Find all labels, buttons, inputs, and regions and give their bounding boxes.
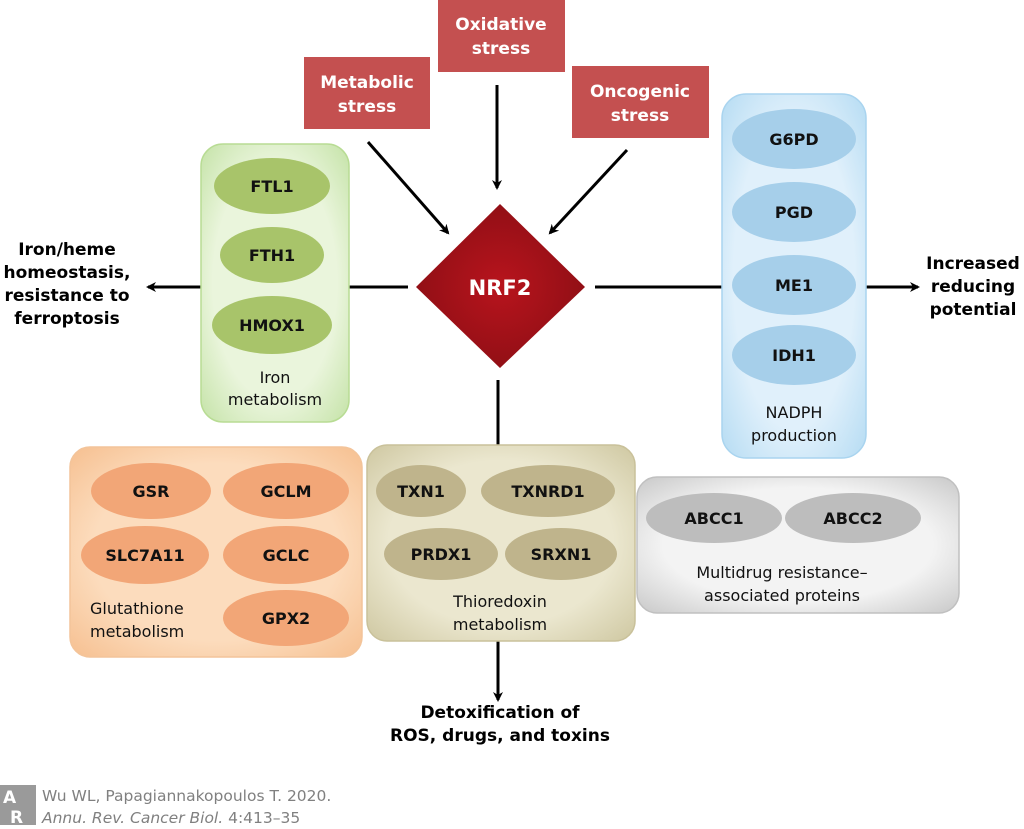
arrow-oncogenic-to-nrf2 [548, 148, 629, 235]
gene-node [785, 493, 921, 543]
outcome-right: Increased reducing potential [926, 254, 1020, 320]
nrf2-node: NRF2 [416, 204, 585, 368]
outcome-left: Iron/heme homeostasis, resistance to fer… [4, 240, 131, 329]
gene-node [212, 296, 332, 354]
gene-label: PGD [775, 203, 813, 222]
outcome-bottom-line: Detoxification of [420, 703, 580, 723]
group-caption-line2: production [751, 426, 837, 445]
gene-node [384, 528, 498, 580]
group-caption-line1: NADPH [766, 403, 823, 422]
stress-box-oxidative: Oxidative stress [438, 0, 565, 72]
gene-label: SRXN1 [531, 545, 592, 564]
outcome-right-line: potential [930, 300, 1017, 320]
svg-text:A: A [3, 788, 17, 808]
gene-label: IDH1 [772, 346, 816, 365]
glutathione-metabolism-group: GSR GCLM SLC7A11 GCLC GPX2 Glutathione m… [69, 446, 363, 658]
group-caption-line2: metabolism [90, 622, 184, 641]
gene-label: GCLM [261, 482, 312, 501]
stress-box-oncogenic: Oncogenic stress [572, 66, 709, 138]
stress-label-line2: stress [472, 39, 530, 59]
gene-label: GPX2 [262, 609, 310, 628]
nrf2-label: NRF2 [469, 276, 532, 300]
gene-label: ABCC1 [684, 509, 743, 528]
gene-node [646, 493, 782, 543]
gene-label: TXNRD1 [511, 482, 584, 501]
gene-node [376, 465, 466, 517]
gene-node [214, 158, 330, 214]
gene-label: ME1 [775, 276, 813, 295]
gene-node [481, 465, 615, 517]
gene-label: TXN1 [397, 482, 445, 501]
gene-node [732, 182, 856, 242]
svg-text:R: R [10, 808, 23, 828]
gene-node [223, 590, 349, 646]
gene-node [732, 325, 856, 385]
gene-label: SLC7A11 [105, 546, 184, 565]
outcome-left-line: ferroptosis [14, 309, 119, 329]
gene-label: G6PD [769, 130, 818, 149]
outcome-left-line: homeostasis, [4, 263, 131, 283]
citation-journal: Annu. Rev. Cancer Biol. 4:413–35 [41, 809, 300, 827]
gene-label: FTL1 [250, 177, 293, 196]
stress-label-line2: stress [338, 97, 396, 117]
outcome-right-line: Increased [926, 254, 1020, 274]
gene-label: HMOX1 [239, 316, 305, 335]
gene-node [732, 109, 856, 169]
outcome-right-line: reducing [931, 277, 1015, 297]
group-caption-line1: Glutathione [90, 599, 184, 618]
gene-node [505, 528, 617, 580]
gene-label: GCLC [263, 546, 310, 565]
group-caption-line1: Iron [260, 368, 291, 387]
stress-label-line1: Metabolic [320, 73, 414, 93]
gene-node [732, 255, 856, 315]
stress-label-line1: Oxidative [455, 15, 546, 35]
gene-node [223, 526, 349, 584]
stress-box-metabolic: Metabolic stress [304, 57, 430, 129]
gene-label: PRDX1 [411, 545, 472, 564]
gene-label: FTH1 [249, 246, 295, 265]
thioredoxin-metabolism-group: TXN1 TXNRD1 PRDX1 SRXN1 Thioredoxin meta… [366, 444, 636, 642]
gene-node [81, 526, 209, 584]
group-caption-line1: Multidrug resistance– [696, 563, 867, 582]
iron-metabolism-group: FTL1 FTH1 HMOX1 Iron metabolism [200, 143, 350, 423]
outcome-bottom: Detoxification of ROS, drugs, and toxins [390, 703, 610, 746]
stress-label-line1: Oncogenic [590, 82, 690, 102]
gene-label: ABCC2 [823, 509, 882, 528]
outcome-left-line: Iron/heme [18, 240, 116, 260]
outcome-bottom-line: ROS, drugs, and toxins [390, 726, 610, 746]
nadph-production-group: G6PD PGD ME1 IDH1 NADPH production [721, 93, 867, 459]
annual-reviews-logo: A R [0, 785, 36, 828]
multidrug-resistance-group: ABCC1 ABCC2 Multidrug resistance– associ… [636, 476, 960, 614]
group-caption-line1: Thioredoxin [452, 592, 547, 611]
citation: A R Wu WL, Papagiannakopoulos T. 2020. A… [0, 785, 331, 828]
group-caption-line2: associated proteins [704, 586, 860, 605]
gene-node [220, 227, 324, 283]
group-caption-line2: metabolism [453, 615, 547, 634]
stress-label-line2: stress [611, 106, 669, 126]
outcome-left-line: resistance to [4, 286, 129, 306]
gene-label: GSR [133, 482, 170, 501]
gene-node [223, 463, 349, 519]
gene-node [91, 463, 211, 519]
arrow-metabolic-to-nrf2 [366, 141, 450, 235]
citation-authors: Wu WL, Papagiannakopoulos T. 2020. [42, 787, 331, 805]
group-caption-line2: metabolism [228, 390, 322, 409]
